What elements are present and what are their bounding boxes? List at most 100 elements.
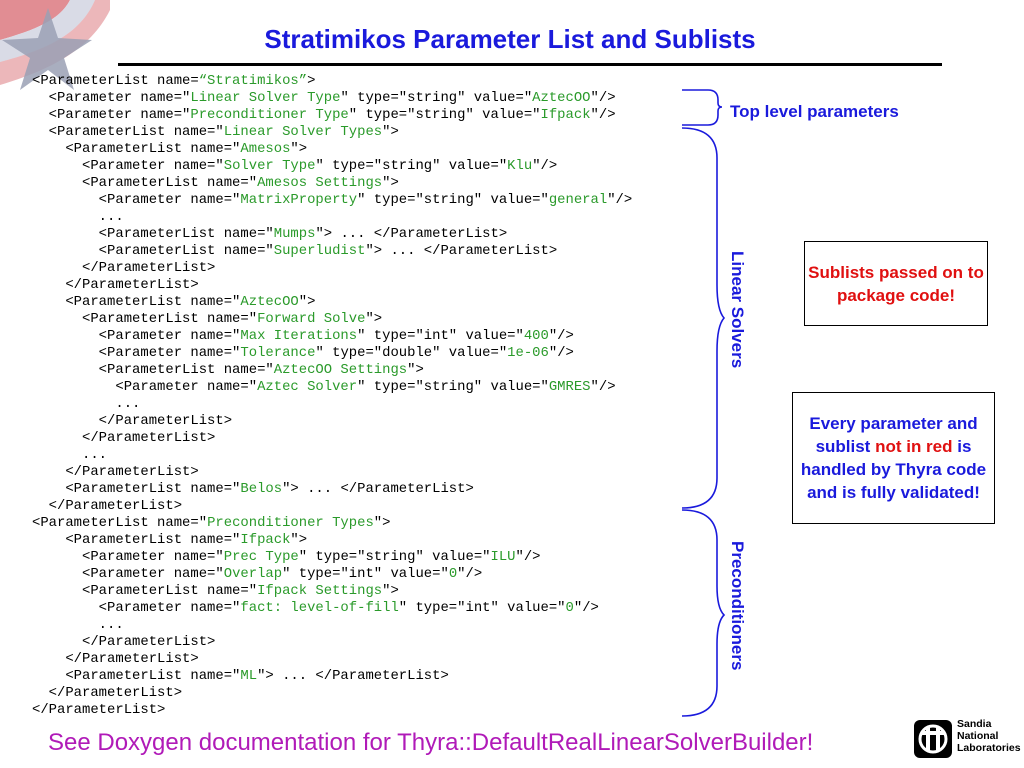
code-line: <ParameterList name="Forward Solve"> xyxy=(32,311,632,328)
code-text: <ParameterList name=" xyxy=(32,226,274,242)
code-line: </ParameterList> xyxy=(32,464,632,481)
code-text: <ParameterList name=" xyxy=(32,668,241,684)
code-value: Preconditioner Type xyxy=(190,107,349,123)
code-text: "> xyxy=(373,515,391,531)
slide-title: Stratimikos Parameter List and Sublists xyxy=(264,24,756,54)
code-line: <Parameter name="Linear Solver Type" typ… xyxy=(32,90,632,107)
code-line: <ParameterList name="Linear Solver Types… xyxy=(32,124,632,141)
code-line: <Parameter name="Prec Type" type="string… xyxy=(32,549,632,566)
code-text: "> ... </ParameterList> xyxy=(257,668,449,684)
code-text: "/> xyxy=(457,566,483,582)
code-text: <ParameterList name=" xyxy=(32,294,241,310)
validated-note-highlight: not in red xyxy=(875,437,953,456)
code-text: "/> xyxy=(607,192,633,208)
code-value: Linear Solver Type xyxy=(190,90,341,106)
code-text: </ParameterList> xyxy=(32,651,199,667)
code-line: <ParameterList name="Belos"> ... </Param… xyxy=(32,481,632,498)
code-line: <Parameter name="Tolerance" type="double… xyxy=(32,345,632,362)
code-text: <ParameterList name=" xyxy=(32,515,208,531)
code-text: " type="int" value=" xyxy=(282,566,449,582)
code-value: 0 xyxy=(448,566,458,582)
code-line: <ParameterList name="Amesos"> xyxy=(32,141,632,158)
logo-line-3: Laboratories xyxy=(957,742,1021,754)
code-line: <Parameter name="Overlap" type="int" val… xyxy=(32,566,632,583)
code-text: <ParameterList name=" xyxy=(32,583,258,599)
code-text: <Parameter name=" xyxy=(32,328,241,344)
code-line: ... xyxy=(32,617,632,634)
code-value: Superludist xyxy=(273,243,366,259)
code-text: "> xyxy=(382,124,399,140)
code-line: <ParameterList name="Amesos Settings"> xyxy=(32,175,632,192)
code-value: Solver Type xyxy=(223,158,316,174)
star-emblem-icon xyxy=(0,0,110,90)
code-value: Prec Type xyxy=(223,549,299,565)
code-line: <ParameterList name="Ifpack Settings"> xyxy=(32,583,632,600)
top-level-parameters-label: Top level parameters xyxy=(730,102,899,121)
code-text: </ParameterList> xyxy=(32,277,199,293)
code-text: <ParameterList name=" xyxy=(32,311,258,327)
code-value: Aztec Solver xyxy=(257,379,358,395)
code-text: </ParameterList> xyxy=(32,634,216,650)
code-text: "/> xyxy=(573,600,599,616)
code-value: Ifpack Settings xyxy=(257,583,383,599)
code-text: " type="int" value=" xyxy=(398,600,566,616)
code-text: <Parameter name=" xyxy=(32,379,258,395)
code-value: Mumps xyxy=(273,226,316,242)
code-text: ... xyxy=(32,209,124,225)
code-text: "/> xyxy=(590,107,616,123)
code-value: GMRES xyxy=(548,379,591,395)
code-text: <ParameterList name=" xyxy=(32,124,224,140)
code-text: "> ... </ParameterList> xyxy=(282,481,474,497)
code-value: ILU xyxy=(490,549,516,565)
sandia-logo-text: Sandia National Laboratories xyxy=(957,718,1021,754)
code-line: </ParameterList> xyxy=(32,260,632,277)
code-text: " type="double" value=" xyxy=(315,345,508,361)
code-line: <Parameter name="Aztec Solver" type="str… xyxy=(32,379,632,396)
code-text: </ParameterList> xyxy=(32,685,183,701)
code-text: </ParameterList> xyxy=(32,702,166,718)
code-text: "> xyxy=(382,175,399,191)
code-text: " type="string" value=" xyxy=(298,549,491,565)
code-line: </ParameterList> xyxy=(32,413,632,430)
code-text: ... xyxy=(32,396,141,412)
code-line: </ParameterList> xyxy=(32,498,632,515)
logo-line-2: National xyxy=(957,730,999,742)
code-value: 400 xyxy=(523,328,549,344)
sandia-logo-icon xyxy=(914,720,952,758)
code-value: fact: level-of-fill xyxy=(240,600,399,616)
code-text: <Parameter name=" xyxy=(32,192,241,208)
code-line: <Parameter name="Max Iterations" type="i… xyxy=(32,328,632,345)
code-text: "> xyxy=(382,583,399,599)
code-value: Max Iterations xyxy=(240,328,358,344)
code-line: </ParameterList> xyxy=(32,702,632,719)
code-text: " type="string" value=" xyxy=(357,379,549,395)
validated-note-text: Every parameter and sublist not in red i… xyxy=(793,412,994,504)
sublists-note-box: Sublists passed on to package code! xyxy=(804,241,988,326)
code-line: <Parameter name="MatrixProperty" type="s… xyxy=(32,192,633,209)
code-text: "> xyxy=(298,294,316,310)
code-text: </ParameterList> xyxy=(32,464,199,480)
code-text: " type="int" value=" xyxy=(357,328,524,344)
code-text: "> xyxy=(290,141,308,157)
code-text: </ParameterList> xyxy=(32,430,216,446)
code-line: <Parameter name="fact: level-of-fill" ty… xyxy=(32,600,632,617)
code-line: </ParameterList> xyxy=(32,277,632,294)
xml-code-block: <ParameterList name=“Stratimikos”> <Para… xyxy=(32,73,632,719)
code-text: "/> xyxy=(548,345,574,361)
code-line: <ParameterList name="Superludist"> ... <… xyxy=(32,243,632,260)
footer-doxygen-note: See Doxygen documentation for Thyra::Def… xyxy=(48,729,814,756)
code-text: " type="string" value=" xyxy=(357,192,549,208)
preconditioners-brace xyxy=(681,509,726,717)
code-text: > xyxy=(307,73,316,89)
code-value: Amesos Settings xyxy=(257,175,383,191)
code-value: Overlap xyxy=(223,566,283,582)
code-text: ... xyxy=(32,447,108,463)
code-value: Tolerance xyxy=(240,345,316,361)
code-line: <Parameter name="Solver Type" type="stri… xyxy=(32,158,632,175)
code-text: "/> xyxy=(590,379,616,395)
code-line: <ParameterList name="Mumps"> ... </Param… xyxy=(32,226,632,243)
top-level-brace xyxy=(682,89,723,126)
code-value: Ifpack xyxy=(240,532,291,548)
code-value: AztecOO xyxy=(532,90,591,106)
code-line: <ParameterList name="Preconditioner Type… xyxy=(32,515,632,532)
